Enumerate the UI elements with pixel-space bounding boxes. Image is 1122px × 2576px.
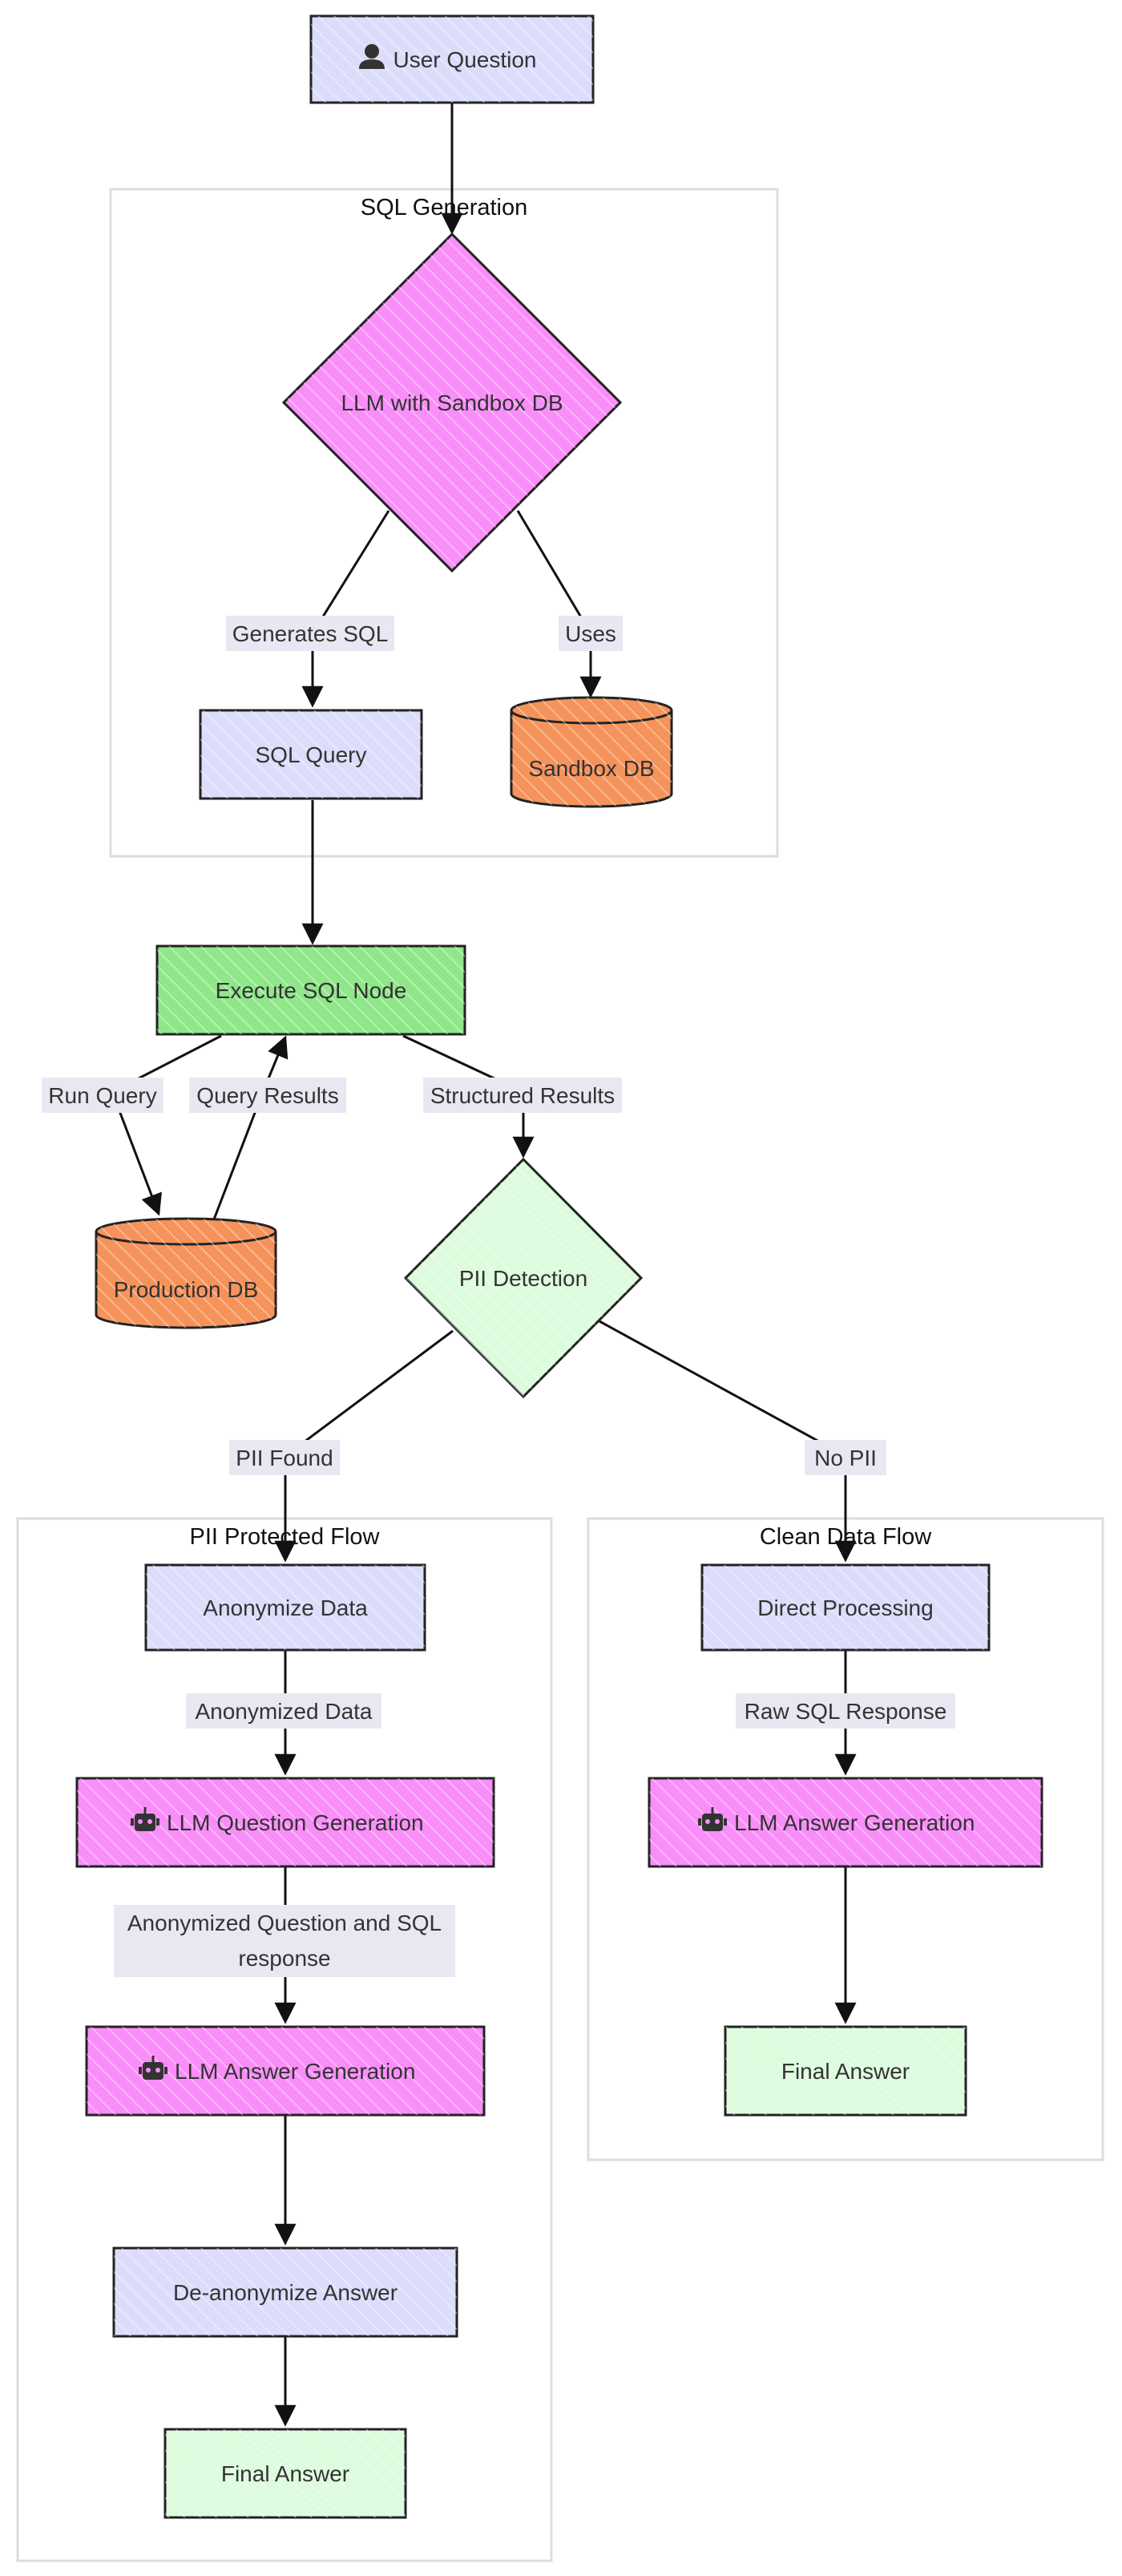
edge-label-no-pii: No PII bbox=[805, 1440, 886, 1475]
edge-label-run-query: Run Query bbox=[42, 1078, 163, 1113]
edge-label-generates-sql: Generates SQL bbox=[226, 616, 394, 651]
edge-llm-to-sandbox bbox=[516, 510, 602, 698]
node-llm-answer-generation-right: LLM Answer Generation bbox=[648, 1777, 1043, 1868]
node-production-db: Production DB bbox=[95, 1217, 277, 1329]
edge-label-raw-sql-response: Raw SQL Response bbox=[736, 1693, 955, 1729]
node-anonymize-data: Anonymize Data bbox=[144, 1563, 426, 1652]
edge-execute-to-production bbox=[111, 1034, 222, 1216]
node-sql-query-label: SQL Query bbox=[255, 742, 366, 767]
node-deanonymize-answer-label: De-anonymize Answer bbox=[173, 2280, 398, 2305]
node-pii-detection-label: PII Detection bbox=[459, 1266, 587, 1291]
edge-label-pii-found: PII Found bbox=[229, 1440, 340, 1475]
svg-text:Generates SQL: Generates SQL bbox=[232, 621, 389, 646]
node-deanonymize-answer: De-anonymize Answer bbox=[112, 2246, 458, 2338]
node-llm-sandbox: LLM with Sandbox DB bbox=[281, 232, 623, 573]
node-llm-sandbox-label: LLM with Sandbox DB bbox=[341, 390, 563, 415]
node-final-answer-right-label: Final Answer bbox=[781, 2059, 910, 2084]
svg-text:Raw SQL Response: Raw SQL Response bbox=[745, 1699, 947, 1724]
edge-label-query-results: Query Results bbox=[189, 1078, 346, 1113]
node-production-db-label: Production DB bbox=[114, 1277, 259, 1302]
node-execute-sql: Execute SQL Node bbox=[155, 944, 466, 1036]
svg-text:Anonymized Data: Anonymized Data bbox=[195, 1699, 372, 1724]
node-llm-question-generation-label: LLM Question Generation bbox=[167, 1810, 424, 1835]
edge-label-structured-results: Structured Results bbox=[423, 1078, 622, 1113]
edge-label-anonymized-question: Anonymized Question and SQL response bbox=[114, 1905, 455, 1977]
svg-text:Query Results: Query Results bbox=[196, 1083, 338, 1108]
node-llm-answer-generation-right-label: LLM Answer Generation bbox=[734, 1810, 975, 1835]
node-sql-query: SQL Query bbox=[199, 709, 423, 800]
svg-text:PII Found: PII Found bbox=[236, 1446, 333, 1470]
svg-text:Uses: Uses bbox=[565, 621, 616, 646]
edge-label-uses: Uses bbox=[559, 616, 623, 651]
robot-icon bbox=[131, 1807, 159, 1831]
node-direct-processing: Direct Processing bbox=[700, 1563, 991, 1652]
edge-llm-to-sqlquery bbox=[301, 510, 390, 708]
edge-production-to-execute bbox=[211, 1035, 289, 1224]
svg-text:No PII: No PII bbox=[814, 1446, 877, 1470]
robot-icon bbox=[139, 2056, 167, 2080]
node-llm-answer-generation-left-label: LLM Answer Generation bbox=[175, 2059, 415, 2084]
group-sql-generation-label: SQL Generation bbox=[361, 195, 528, 220]
node-final-answer-right: Final Answer bbox=[724, 2025, 967, 2117]
node-pii-detection: PII Detection bbox=[403, 1157, 644, 1399]
svg-text:Anonymized Question and SQL: Anonymized Question and SQL bbox=[127, 1911, 442, 1935]
svg-text:Run Query: Run Query bbox=[48, 1083, 156, 1108]
node-final-answer-left-label: Final Answer bbox=[221, 2461, 349, 2486]
node-execute-sql-label: Execute SQL Node bbox=[216, 978, 407, 1003]
node-sandbox-db-label: Sandbox DB bbox=[528, 756, 654, 781]
robot-icon bbox=[698, 1807, 727, 1831]
svg-text:response: response bbox=[238, 1946, 330, 1971]
node-llm-question-generation: LLM Question Generation bbox=[75, 1777, 495, 1868]
node-user-question: User Question bbox=[309, 14, 595, 104]
node-sandbox-db: Sandbox DB bbox=[510, 696, 673, 808]
svg-text:Structured Results: Structured Results bbox=[430, 1083, 615, 1108]
node-final-answer-left: Final Answer bbox=[163, 2428, 407, 2519]
node-llm-answer-generation-left: LLM Answer Generation bbox=[85, 2025, 486, 2117]
node-anonymize-data-label: Anonymize Data bbox=[203, 1595, 368, 1620]
edge-label-anonymized-data: Anonymized Data bbox=[186, 1693, 381, 1729]
node-user-question-label: User Question bbox=[394, 47, 537, 72]
node-direct-processing-label: Direct Processing bbox=[757, 1595, 933, 1620]
edge-labels: Generates SQL Uses Run Query Query Resul… bbox=[42, 616, 955, 1977]
user-icon bbox=[359, 44, 385, 69]
